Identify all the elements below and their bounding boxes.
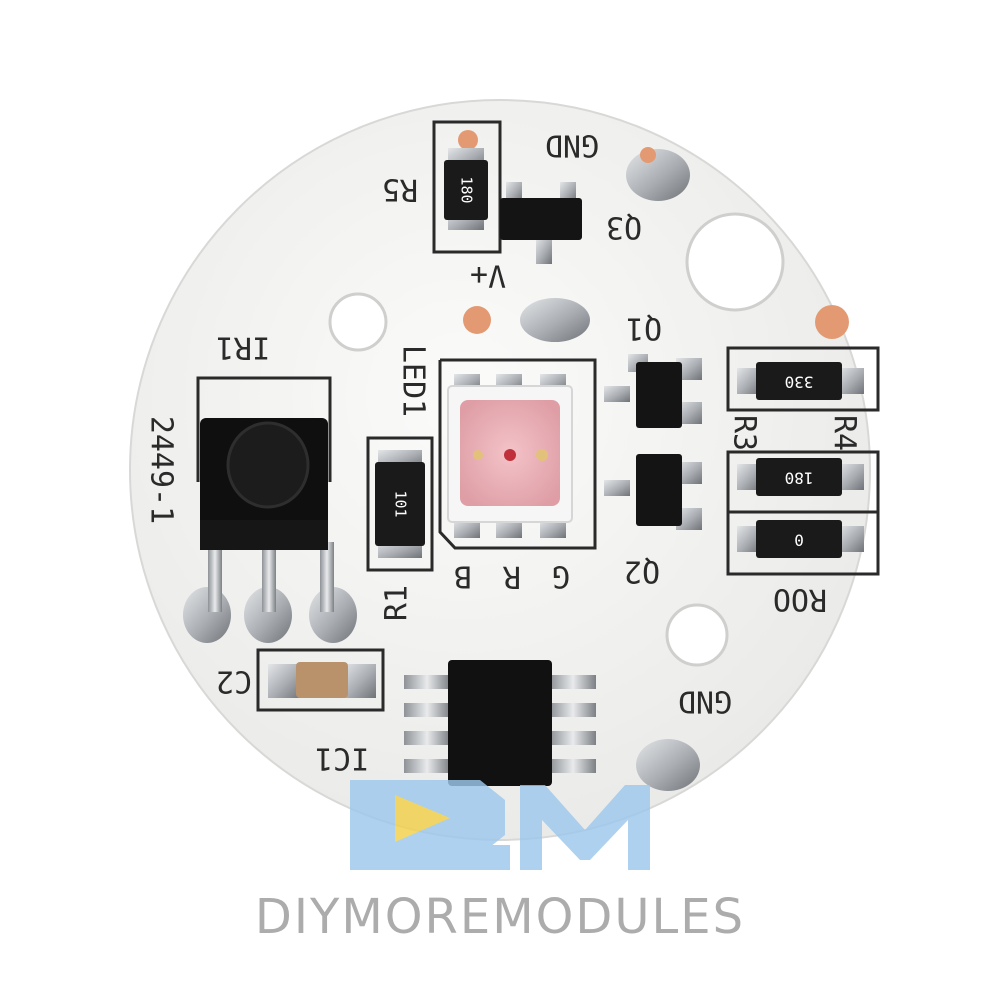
- copper-pad: [463, 306, 491, 334]
- label-ic1: IC1: [315, 741, 369, 776]
- label-r4: R4: [827, 415, 862, 451]
- rgb-led-led1: [447, 374, 573, 538]
- watermark-text: DIYMOREMODULES: [255, 889, 745, 945]
- watermark: DIYMOREMODULES: [255, 780, 745, 945]
- solder-pad-ir-2: [244, 587, 292, 643]
- label-q2: Q2: [624, 554, 660, 589]
- resistor-code-r1: 101: [392, 490, 410, 517]
- resistor-roo: 0: [737, 520, 864, 558]
- transistor-q3: [500, 182, 582, 264]
- copper-pad: [458, 130, 478, 150]
- label-ir1: IR1: [216, 330, 270, 365]
- resistor-code-r5: 180: [458, 176, 476, 203]
- silkscreen-outlines: [196, 120, 880, 712]
- transistor-q2: [604, 454, 702, 530]
- solder-pad-vplus: [520, 298, 590, 342]
- label-pin-r: R: [502, 559, 521, 594]
- mounting-hole-top-right: [685, 212, 785, 312]
- label-part-code: 2449-1: [144, 416, 179, 524]
- solder-pad-gnd-top: [626, 149, 690, 201]
- label-led1: LED1: [396, 345, 431, 417]
- label-r5: R5: [382, 172, 418, 207]
- resistor-code-roo: 0: [794, 531, 804, 550]
- solder-pads: [183, 130, 849, 791]
- label-pin-b: B: [454, 559, 472, 594]
- capacitor-c2: [268, 662, 376, 698]
- ic-chip-ic1: [404, 660, 596, 786]
- watermark-logo: [350, 780, 650, 870]
- copper-pad: [640, 147, 656, 163]
- label-pin-g: G: [552, 559, 570, 594]
- label-c2: C2: [216, 664, 252, 699]
- solder-pad-gnd-bottom: [636, 739, 700, 791]
- resistor-r1: 101: [375, 450, 425, 558]
- copper-pad: [815, 305, 849, 339]
- label-q1: Q1: [626, 311, 662, 346]
- label-r3: R3: [727, 415, 762, 451]
- resistor-r5: 180: [444, 148, 488, 230]
- silkscreen-labels: GND R5 Q3 V+ IR1 LED1 Q1 2449-1 R4 R3 R1…: [144, 128, 862, 776]
- transistor-q1: [604, 354, 702, 428]
- resistor-r4: 330: [737, 362, 864, 400]
- resistor-code-r4: 330: [785, 373, 814, 392]
- mounting-hole-right: [665, 603, 729, 667]
- resistor-code-r3: 180: [785, 469, 814, 488]
- label-roo: ROO: [773, 582, 827, 617]
- label-r1: R1: [380, 585, 415, 621]
- ir-receiver-ir1: [200, 418, 334, 612]
- mounting-hole-left: [328, 292, 388, 352]
- label-q3: Q3: [606, 210, 642, 245]
- label-gnd-bottom: GND: [678, 684, 732, 719]
- solder-pad-ir-1: [183, 587, 231, 643]
- label-vplus: V+: [470, 258, 506, 293]
- resistor-r3: 180: [737, 458, 864, 496]
- label-gnd-top: GND: [545, 128, 599, 163]
